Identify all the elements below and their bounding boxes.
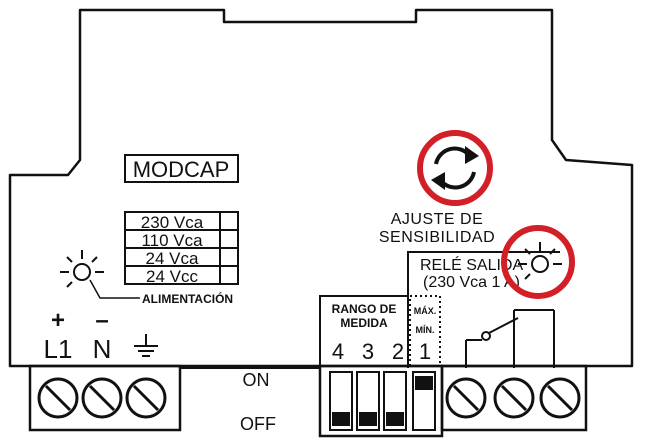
dip-switch-bank [318,364,444,438]
voltage-row-110vca: 110 Vca [141,231,203,250]
power-led-icon [60,250,104,288]
voltage-row-230vca: 230 Vca [141,213,204,232]
relay-label-line2: (230 Vca 1 A) [423,274,520,291]
power-led-leader [89,279,140,299]
ground-icon [134,334,158,357]
range-number-2: 2 [392,339,404,364]
l1-polarity: + [51,307,65,334]
range-title-line1: RANGO DE [332,302,397,316]
range-label-box: RANGO DE MEDIDA 4 3 2 [319,295,409,367]
dip-switch-1[interactable] [412,371,436,431]
screw-terminal-relay-3[interactable] [539,377,581,419]
switch-on-label: ON [243,370,270,390]
adjust-label-line1: AJUSTE DE [391,211,484,228]
n-polarity: – [95,307,108,334]
relay-contact-schematic [465,309,555,368]
dip-switch-3[interactable] [356,371,380,431]
power-led-label: ALIMENTACIÓN [142,291,233,306]
range-number-3: 3 [362,339,374,364]
range-extra-box: MÁX. MÍN. 1 [409,295,441,367]
voltage-row-24vca: 24 Vca [146,249,199,268]
range-title-line2: MEDIDA [340,316,388,330]
screw-terminal-l1[interactable] [37,377,79,419]
model-label-box: MODCAP [124,154,239,183]
relay-led-icon [518,242,562,280]
voltage-row-24vcc: 24 Vcc [146,267,198,286]
range-max-label: MÁX. [414,306,437,316]
l1-label: L1 [44,334,73,364]
dip-switch-4[interactable] [329,371,353,431]
dip-switch-2[interactable] [383,371,407,431]
screw-terminal-ground[interactable] [125,377,167,419]
relay-label-line1: RELÉ SALIDA [420,255,523,274]
screw-terminal-n[interactable] [81,377,123,419]
range-min-label: MÍN. [416,325,435,335]
n-label: N [93,334,112,364]
adjust-label-line2: SENSIBILIDAD [379,229,495,246]
sensitivity-adjust[interactable] [417,130,493,206]
range-number-4: 4 [332,339,344,364]
screw-terminal-relay-2[interactable] [493,377,535,419]
screw-terminal-relay-1[interactable] [445,377,487,419]
relay-led [501,225,575,299]
range-number-1: 1 [419,339,431,364]
relay-terminal-block [440,364,588,432]
housing-outline [8,8,634,368]
voltage-table: 230 Vca 110 Vca 24 Vca 24 Vcc [124,211,239,286]
switch-off-label: OFF [240,414,276,434]
model-label: MODCAP [133,157,230,182]
power-terminal-block [28,364,182,432]
rotate-arrows-icon [431,146,479,190]
